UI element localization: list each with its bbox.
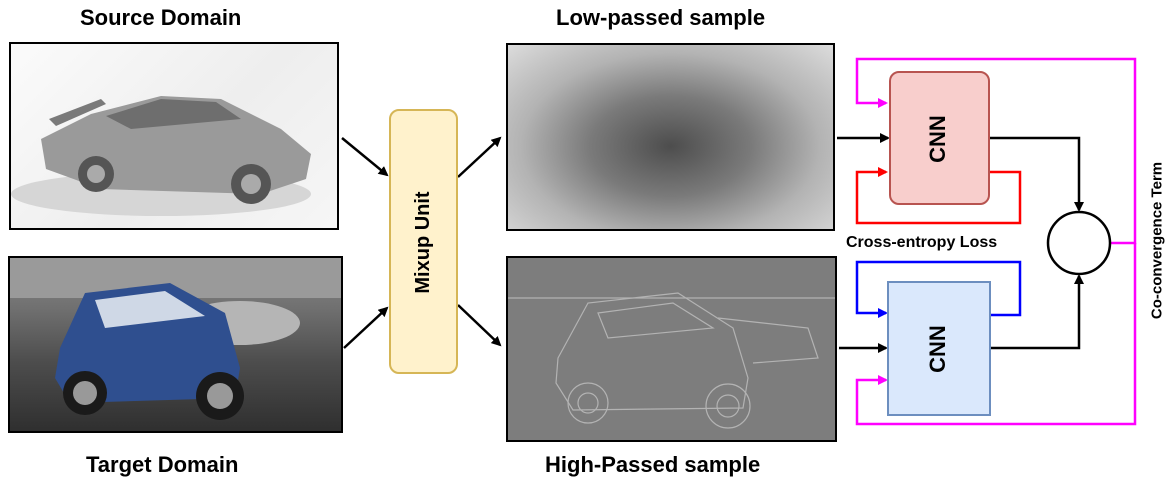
arrow-mixup-to-low: [457, 136, 502, 178]
cross-entropy-loop-bottom: [855, 260, 1022, 318]
cnn-bottom-box: CNN: [887, 281, 991, 416]
mixup-unit-label: Mixup Unit: [412, 191, 434, 294]
low-passed-title: Low-passed sample: [556, 5, 766, 30]
arrow-target-to-mixup: [343, 306, 389, 349]
cnn-top-label: CNN: [925, 115, 950, 163]
cnn-top-box: CNN: [889, 71, 990, 205]
cross-entropy-label: Cross-entropy Loss: [846, 234, 998, 251]
mixup-unit-box: Mixup Unit: [389, 109, 458, 374]
high-passed-image: [506, 256, 837, 442]
co-convergence-label: Co-convergence Term: [1148, 161, 1166, 320]
source-domain-title: Source Domain: [80, 5, 242, 30]
target-domain-title: Target Domain: [86, 452, 239, 477]
arrow-mixup-to-high: [457, 304, 502, 347]
arrow-source-to-mixup: [341, 137, 389, 177]
cross-entropy-loop-top: [855, 167, 1022, 225]
source-domain-image: [9, 42, 339, 230]
arrow-cnn-top-to-merge: [990, 136, 1084, 212]
arrow-cnn-bottom-to-merge: [990, 274, 1084, 350]
merge-node: [1046, 210, 1112, 276]
cnn-bottom-label: CNN: [925, 325, 950, 373]
high-passed-title: High-Passed sample: [545, 452, 761, 477]
co-convergence-loop: [855, 57, 1137, 245]
target-domain-image: [8, 256, 343, 433]
co-convergence-loop-bottom: [855, 243, 1137, 426]
low-passed-image: [506, 43, 835, 231]
